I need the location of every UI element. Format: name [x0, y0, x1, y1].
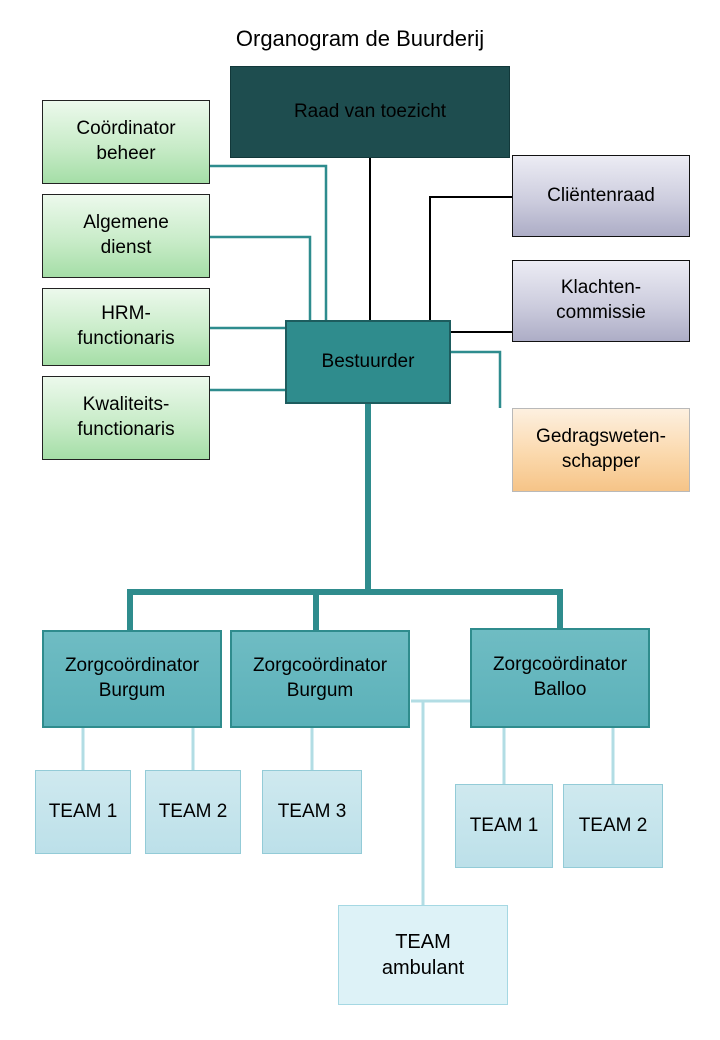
node-team3-burgum: TEAM 3	[262, 770, 362, 854]
node-team1-burgum: TEAM 1	[35, 770, 131, 854]
node-bestuurder: Bestuurder	[285, 320, 451, 404]
node-zorgcoordinator-balloo: Zorgcoördinator Balloo	[470, 628, 650, 728]
node-zorgcoordinator-burgum-1: Zorgcoördinator Burgum	[42, 630, 222, 728]
connector-gedrags-bestuurder	[451, 350, 502, 408]
connector-algemene-bestuurder	[210, 235, 312, 320]
node-algemene-dienst: Algemene dienst	[42, 194, 210, 278]
node-zorgcoordinator-burgum-2: Zorgcoördinator Burgum	[230, 630, 410, 728]
node-klachtencommissie: Klachten- commissie	[512, 260, 690, 342]
node-raad-van-toezicht: Raad van toezicht	[230, 66, 510, 158]
node-clientenraad: Cliëntenraad	[512, 155, 690, 237]
node-kwaliteits-functionaris: Kwaliteits- functionaris	[42, 376, 210, 460]
node-hrm-functionaris: HRM- functionaris	[42, 288, 210, 366]
node-team2-burgum: TEAM 2	[145, 770, 241, 854]
page-title: Organogram de Buurderij	[235, 26, 485, 51]
node-team2-balloo: TEAM 2	[563, 784, 663, 868]
node-team1-balloo: TEAM 1	[455, 784, 553, 868]
connector-clientenraad-bestuurder	[429, 196, 512, 320]
node-team-ambulant: TEAM ambulant	[338, 905, 508, 1005]
node-gedragswetenschapper: Gedragsweten- schapper	[512, 408, 690, 492]
connector-coordinator-bestuurder	[210, 164, 328, 320]
node-coordinator-beheer: Coördinator beheer	[42, 100, 210, 184]
